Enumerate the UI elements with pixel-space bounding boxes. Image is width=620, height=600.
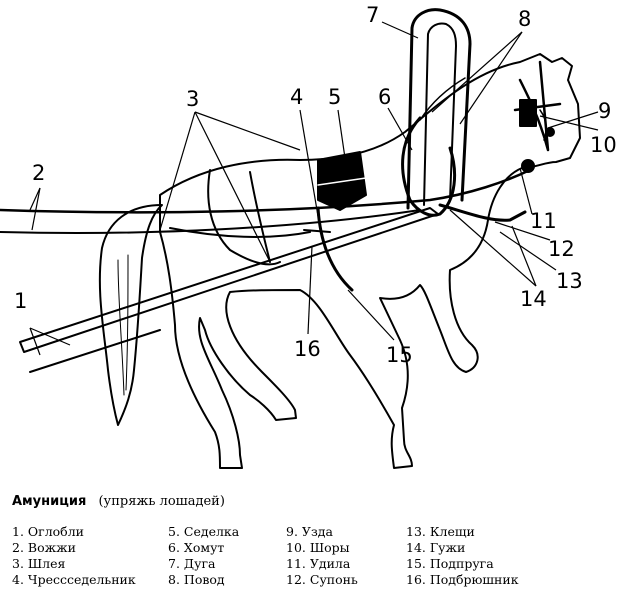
callout-2: 2 bbox=[32, 161, 45, 185]
collar bbox=[401, 116, 457, 217]
legend: 1. Оглобли 2. Вожжи 3. Шлея 4. Чрессседе… bbox=[12, 524, 612, 596]
legend-item: 1. Оглобли bbox=[12, 524, 84, 539]
legend-item: 10. Шоры bbox=[286, 540, 350, 555]
callout-15: 15 bbox=[386, 343, 413, 367]
callout-14: 14 bbox=[520, 287, 547, 311]
legend-column: 9. Узда 10. Шоры 11. Удила 12. Супонь bbox=[286, 524, 406, 596]
legend-item: 13. Клещи bbox=[406, 524, 475, 539]
legend-item: 3. Шлея bbox=[12, 556, 66, 571]
bit bbox=[521, 159, 535, 173]
breeching bbox=[169, 227, 311, 238]
legend-item: 5. Седелка bbox=[168, 524, 240, 539]
legend-item: 12. Супонь bbox=[286, 572, 358, 587]
girth bbox=[316, 206, 354, 292]
caption-title: Амуниция bbox=[12, 494, 87, 509]
harness-diagram: 1 2 3 4 5 6 7 8 9 10 11 12 13 14 15 16 bbox=[0, 3, 617, 469]
reins bbox=[0, 168, 532, 214]
legend-item: 9. Узда bbox=[286, 524, 333, 539]
legend-item: 8. Повод bbox=[168, 572, 225, 587]
callout-12: 12 bbox=[548, 237, 575, 261]
shaft-bow bbox=[406, 8, 472, 210]
callout-13: 13 bbox=[556, 269, 583, 293]
callout-1: 1 bbox=[14, 289, 27, 313]
callout-8: 8 bbox=[518, 7, 531, 31]
legend-column: 1. Оглобли 2. Вожжи 3. Шлея 4. Чрессседе… bbox=[12, 524, 168, 596]
legend-item: 11. Удила bbox=[286, 556, 351, 571]
callout-10: 10 bbox=[590, 133, 617, 157]
tugs bbox=[438, 203, 527, 222]
callout-16: 16 bbox=[294, 337, 321, 361]
callout-3: 3 bbox=[186, 87, 199, 111]
legend-column: 5. Седелка 6. Хомут 7. Дуга 8. Повод bbox=[168, 524, 286, 596]
caption-subtitle: (упряжь лошадей) bbox=[98, 494, 225, 509]
legend-column: 13. Клещи 14. Гужи 15. Подпруга 16. Подб… bbox=[406, 524, 534, 596]
horse-body bbox=[159, 53, 581, 469]
horse-tail bbox=[98, 204, 163, 426]
caption: Амуниция (упряжь лошадей) bbox=[12, 494, 225, 509]
legend-item: 4. Чрессседельник bbox=[12, 572, 136, 587]
callout-9: 9 bbox=[598, 99, 611, 123]
callout-6: 6 bbox=[378, 85, 391, 109]
callout-11: 11 bbox=[530, 209, 557, 233]
callout-4: 4 bbox=[290, 85, 303, 109]
legend-item: 7. Дуга bbox=[168, 556, 216, 571]
legend-item: 6. Хомут bbox=[168, 540, 225, 555]
legend-item: 16. Подбрюшник bbox=[406, 572, 519, 587]
legend-item: 2. Вожжи bbox=[12, 540, 76, 555]
callout-7: 7 bbox=[366, 3, 379, 27]
legend-item: 14. Гужи bbox=[406, 540, 466, 555]
legend-item: 15. Подпруга bbox=[406, 556, 494, 571]
blinkers bbox=[519, 99, 537, 127]
shaft-lower bbox=[29, 329, 161, 373]
callout-5: 5 bbox=[328, 85, 341, 109]
